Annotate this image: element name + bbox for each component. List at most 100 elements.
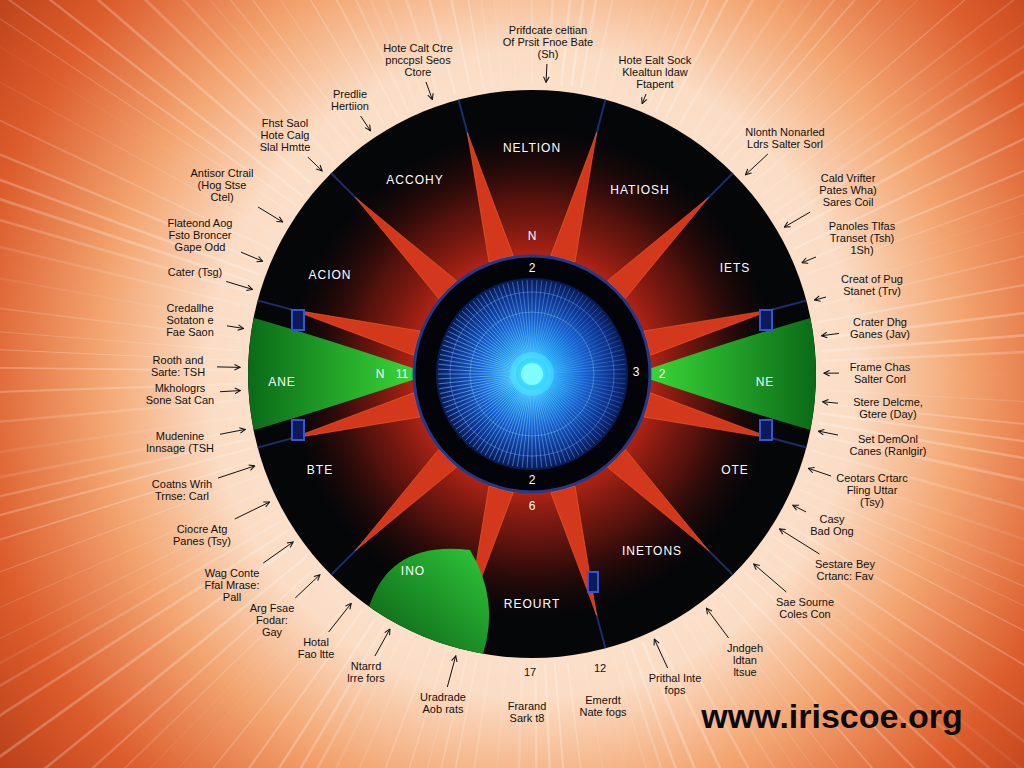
leader-arrow [308,157,322,171]
zone-number: 6 [529,499,536,513]
leader-arrow [793,505,806,512]
light-ray [752,563,1024,768]
zone-label: REOURT [504,597,560,611]
leader-arrow [217,366,240,368]
callout-label: Fhst Saol Hote Calg Slal Hmtte [252,117,318,153]
callout-label: Prifdcate celtian Of Prsit Fnoe Bate (Sh… [502,24,594,60]
light-ray [3,582,330,768]
leader-arrow [220,391,240,392]
leader-arrow [654,639,667,668]
light-ray [0,0,324,172]
light-ray [0,84,264,263]
callout-label: Prithal Inte fops [645,672,705,696]
green-zone [369,549,489,654]
light-ray [608,0,732,94]
iris-disc [248,90,816,658]
light-ray [455,0,502,85]
callout-label: Hote Calt Ctre pnccpsl Seos Ctore [376,42,460,78]
leader-arrow [220,429,245,434]
light-ray [465,663,507,768]
light-ray [666,0,883,117]
callout-label: Arg Fsae Fodar: Gay [247,602,297,638]
green-zone [634,318,816,430]
blue-marker [292,310,304,330]
callout-label: Sestare Bey Crtanc: Fav [808,558,882,582]
light-ray [822,374,1024,375]
callout-label: Hote Ealt Sock Klealtun ldaw Ftapent [615,54,695,90]
callout-label: Ciocre Atg Panes (Tsy) [170,523,234,547]
callout-label: Nlonth Nonarled Ldrs Salter Sorl [745,126,825,150]
callout-label: Predlie Hertiion [320,88,380,112]
leader-arrow [295,575,320,598]
leader-arrow [263,542,293,563]
zone-label: NE [756,375,775,389]
zone-label: OTE [721,463,749,477]
light-ray [77,0,358,142]
light-ray [0,8,278,234]
light-ray [0,576,324,768]
callout-label: Credallhe Sotaton e Fae Saon [157,302,223,338]
callout-label: Casy Bad Ong [810,513,854,537]
leader-arrow [329,603,352,632]
light-ray [0,503,272,712]
light-ray [822,340,1024,361]
callout-label: Uradrade Aob rats [415,691,471,715]
callout-label: Flateond Aog Fsto Broncer Gape Odd [163,217,237,253]
leader-arrow [823,402,838,403]
leader-arrow [818,431,838,435]
light-ray [0,400,243,442]
light-ray [722,594,1024,768]
zone-label: BTE [307,463,333,477]
light-ray [36,0,343,154]
light-ray [817,239,1024,323]
leader-arrow [218,466,255,478]
callout-label: Antisor Ctrail (Hog Stse Ctel) [189,167,255,203]
red-spike [551,486,597,616]
light-ray [773,0,1024,213]
disc-zones [248,94,816,654]
light-ray [0,137,256,284]
zone-number: 11 [396,367,408,381]
leader-arrow [447,656,455,687]
callout-label: Wag Conte Ffal Mrase: Pall [197,567,267,603]
blue-marker [292,420,304,440]
leader-arrow [706,608,728,638]
leader-arrow [754,564,787,592]
zone-number: N [376,367,385,381]
iris-circle [450,292,614,456]
pupil-ring [414,256,650,492]
callout-label: Creat of Pug Stanet (Trv) [830,273,914,297]
zone-number: 3 [633,365,640,379]
light-ray [0,365,242,370]
zone-label: INO [401,564,425,578]
light-ray [821,314,1024,351]
light-ray [0,490,266,679]
callout-label: Sae Sourne Coles Con [771,596,839,620]
blue-marker [760,310,772,330]
blue-marker [588,572,598,592]
zone-label: ACION [308,268,351,282]
light-ray [0,339,242,360]
callout-label: Ntarrd lrre fors [344,660,388,684]
callout-label: Cater (Tsg) [168,266,222,278]
light-ray [25,590,339,768]
light-ray [0,281,244,339]
pupil-glow [510,352,554,396]
light-ray [779,0,1024,222]
light-ray [694,0,956,133]
light-ray [169,629,394,768]
leader-arrow [824,373,839,374]
light-ray [0,429,247,518]
light-ray [761,0,1024,196]
leader-arrow [375,629,390,656]
leader-arrow [814,297,826,300]
light-ray [800,84,1024,263]
zone-number: N [528,229,537,243]
callout-label: 17 [524,666,536,678]
callout-label: Stere Delcme, Gtere (Day) [842,396,934,420]
light-ray [145,0,384,124]
zone-number: 2 [529,261,536,275]
light-ray [372,0,471,91]
